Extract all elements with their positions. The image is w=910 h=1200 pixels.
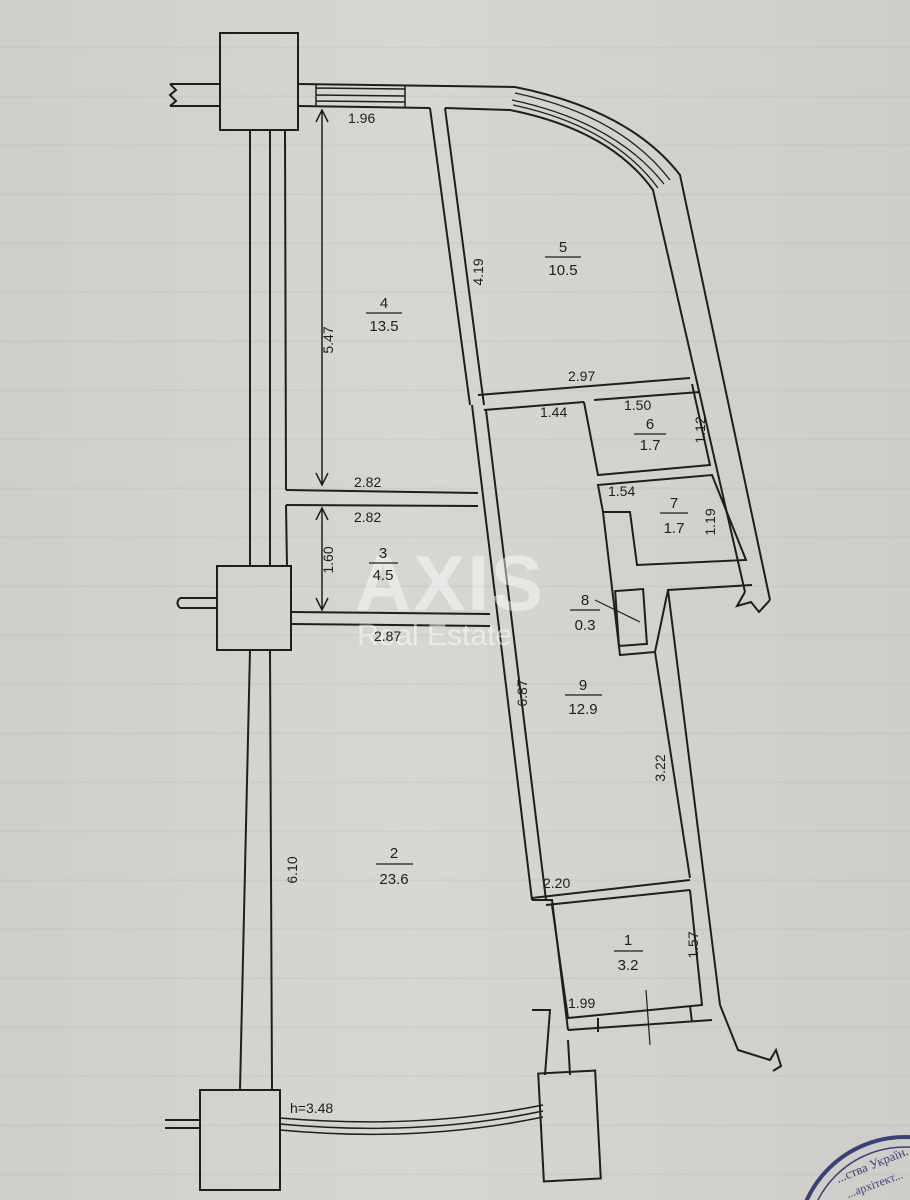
room-8-label: 8 0.3 bbox=[570, 592, 600, 634]
room-7-label: 7 1.7 bbox=[660, 495, 688, 537]
dim-5-47: 5.47 bbox=[320, 326, 336, 353]
wall-stub-bottom-left bbox=[165, 1119, 200, 1129]
svg-text:0.3: 0.3 bbox=[575, 617, 596, 634]
wall-curved-inner bbox=[509, 109, 746, 593]
dim-6-10: 6.10 bbox=[284, 856, 300, 883]
wall-central bbox=[471, 404, 547, 901]
door-swing-line bbox=[645, 989, 651, 1046]
dim-1-50: 1.50 bbox=[624, 397, 651, 413]
svg-text:6: 6 bbox=[646, 416, 654, 433]
wall-left-inner bbox=[284, 129, 288, 567]
window-curved bbox=[511, 92, 671, 189]
dim-1-54: 1.54 bbox=[608, 483, 635, 499]
watermark-brand: AXIS bbox=[355, 539, 545, 627]
column-top-left bbox=[219, 32, 299, 131]
closet-room8 bbox=[614, 588, 648, 647]
wall-room3-room2 bbox=[290, 611, 491, 627]
wall-top bbox=[297, 83, 516, 111]
room-4-label: 4 13.5 bbox=[366, 295, 402, 335]
svg-text:4: 4 bbox=[380, 295, 388, 312]
wall-room1 bbox=[551, 889, 704, 1020]
column-bottom-right bbox=[537, 1069, 602, 1183]
dim-6-87: 6.87 bbox=[514, 679, 530, 706]
wall-break-right bbox=[734, 591, 771, 614]
svg-text:3: 3 bbox=[379, 545, 387, 562]
svg-text:23.6: 23.6 bbox=[379, 871, 408, 888]
svg-text:12.9: 12.9 bbox=[568, 701, 597, 718]
wall-break-bottom-right bbox=[719, 1004, 783, 1072]
svg-text:8: 8 bbox=[581, 592, 589, 609]
official-stamp: ...ства Україн... ...архітект... bbox=[804, 1135, 910, 1200]
svg-text:3.2: 3.2 bbox=[618, 957, 639, 974]
wall-room4-room3 bbox=[285, 489, 479, 507]
column-bottom-left bbox=[199, 1089, 281, 1191]
wall-curved-outer bbox=[514, 86, 771, 601]
dim-2-97: 2.97 bbox=[568, 368, 595, 384]
column-middle-left bbox=[216, 565, 292, 651]
room-5-label: 5 10.5 bbox=[545, 239, 581, 279]
window-bottom-curved bbox=[279, 1104, 544, 1136]
dim-1-44: 1.44 bbox=[540, 404, 567, 420]
wall-room9-right bbox=[654, 589, 721, 1006]
wall-entry bbox=[532, 1009, 571, 1076]
svg-text:4.5: 4.5 bbox=[373, 567, 394, 584]
svg-text:9: 9 bbox=[579, 677, 587, 694]
watermark-tagline: Real Estate bbox=[357, 619, 512, 652]
svg-text:10.5: 10.5 bbox=[548, 262, 577, 279]
svg-text:1: 1 bbox=[624, 932, 632, 949]
room-6-label: 6 1.7 bbox=[634, 416, 666, 454]
wall-left-outer bbox=[239, 130, 273, 1091]
wall-room6 bbox=[583, 383, 712, 477]
dim-2-20: 2.20 bbox=[543, 875, 570, 891]
dim-2-87: 2.87 bbox=[374, 628, 401, 644]
wall-room5-bottom bbox=[477, 377, 701, 411]
wall-stub-top-left bbox=[168, 83, 220, 107]
window-top-left bbox=[315, 84, 406, 107]
dim-2-82-top: 2.82 bbox=[354, 474, 381, 490]
dim-1-60: 1.60 bbox=[320, 546, 336, 573]
wall-room4-room5 bbox=[429, 107, 485, 406]
svg-text:1.7: 1.7 bbox=[640, 437, 661, 454]
dim-1-12: 1.12 bbox=[692, 416, 708, 443]
dim-1-57: 1.57 bbox=[685, 931, 701, 958]
svg-text:2: 2 bbox=[390, 845, 398, 862]
dim-arrow-160 bbox=[315, 506, 329, 612]
dim-4-19: 4.19 bbox=[470, 258, 486, 285]
dim-3-22: 3.22 bbox=[652, 754, 668, 781]
wall-stub-middle-left bbox=[176, 597, 217, 609]
room8-leader-line bbox=[594, 599, 641, 623]
wall-room9-room1 bbox=[531, 879, 691, 906]
room-1-label: 1 3.2 bbox=[614, 932, 643, 974]
room-3-label: 3 4.5 bbox=[369, 545, 398, 584]
svg-text:5: 5 bbox=[559, 239, 567, 256]
room-9-label: 9 12.9 bbox=[565, 677, 602, 718]
dim-arrow-547 bbox=[315, 108, 329, 487]
svg-text:13.5: 13.5 bbox=[369, 318, 398, 335]
ceiling-height: h=3.48 bbox=[290, 1100, 333, 1116]
wall-room1-bottom bbox=[567, 1005, 713, 1032]
dim-2-82-bottom: 2.82 bbox=[354, 509, 381, 525]
dim-1-19: 1.19 bbox=[702, 508, 718, 535]
svg-text:7: 7 bbox=[670, 495, 678, 512]
room-2-label: 2 23.6 bbox=[376, 845, 413, 888]
svg-text:1.7: 1.7 bbox=[664, 520, 685, 537]
dim-1-99: 1.99 bbox=[568, 995, 595, 1011]
dim-1-96: 1.96 bbox=[348, 110, 375, 126]
